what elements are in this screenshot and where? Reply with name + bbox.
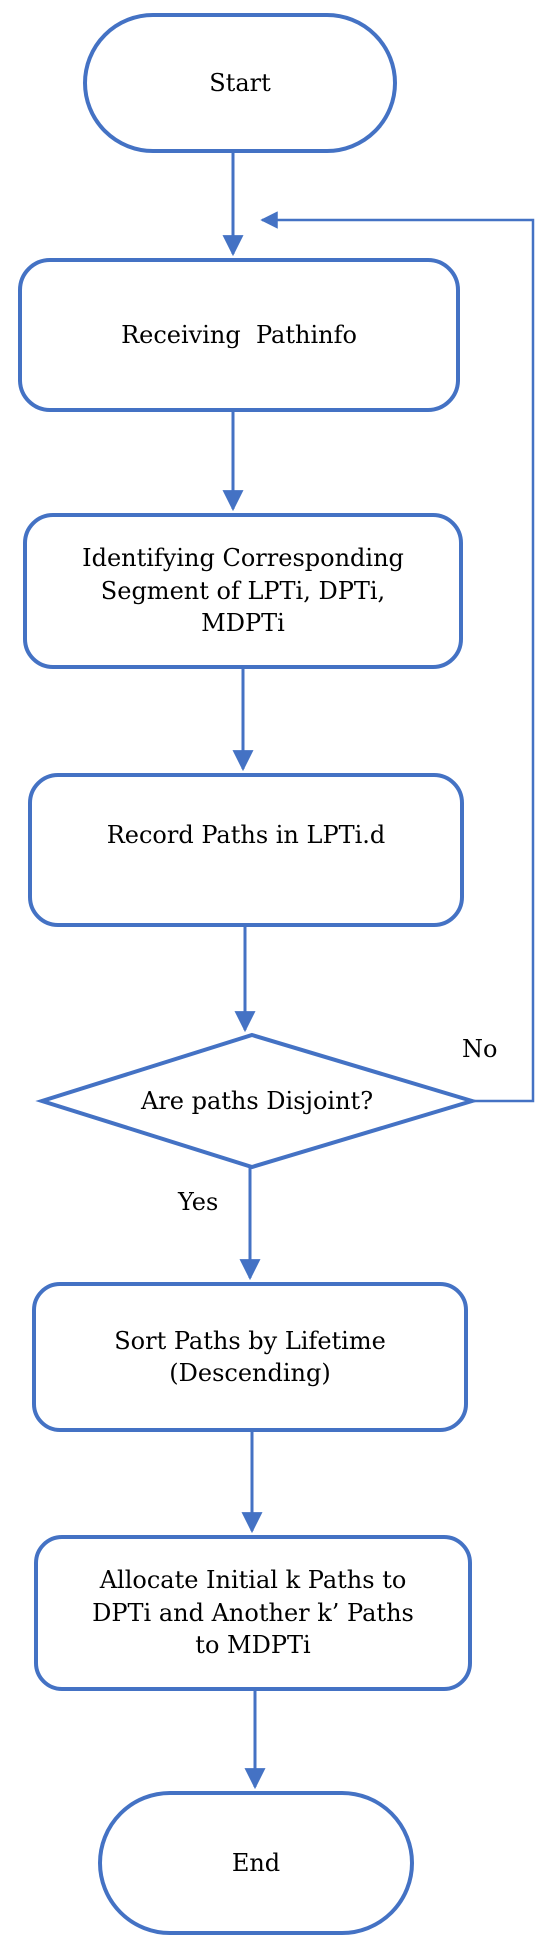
receiving-pathinfo-label: Receiving Pathinfo xyxy=(121,320,357,349)
start-label: Start xyxy=(209,68,271,97)
allocate-paths-box xyxy=(34,1535,472,1691)
start-terminal xyxy=(83,13,397,153)
sort-paths-label: Sort Paths by Lifetime (Descending) xyxy=(114,1326,386,1387)
end-label: End xyxy=(231,1848,281,1877)
identifying-segment-label: Identifying Corresponding Segment of LPT… xyxy=(82,544,404,638)
disjoint-decision-diamond xyxy=(35,1032,479,1170)
end-terminal xyxy=(98,1791,414,1935)
no-loop-connector xyxy=(260,211,535,1103)
sort-paths-box xyxy=(32,1282,468,1432)
allocate-paths-label: Allocate Initial k Paths to DPTi and Ano… xyxy=(92,1566,414,1660)
receiving-pathinfo-box xyxy=(18,258,460,412)
no-branch-label: No xyxy=(462,1035,498,1063)
yes-branch-label: Yes xyxy=(178,1188,219,1216)
record-paths-label: Record Paths in LPTi.d xyxy=(106,820,386,849)
disjoint-decision-label: Are paths Disjoint? xyxy=(140,1086,374,1115)
